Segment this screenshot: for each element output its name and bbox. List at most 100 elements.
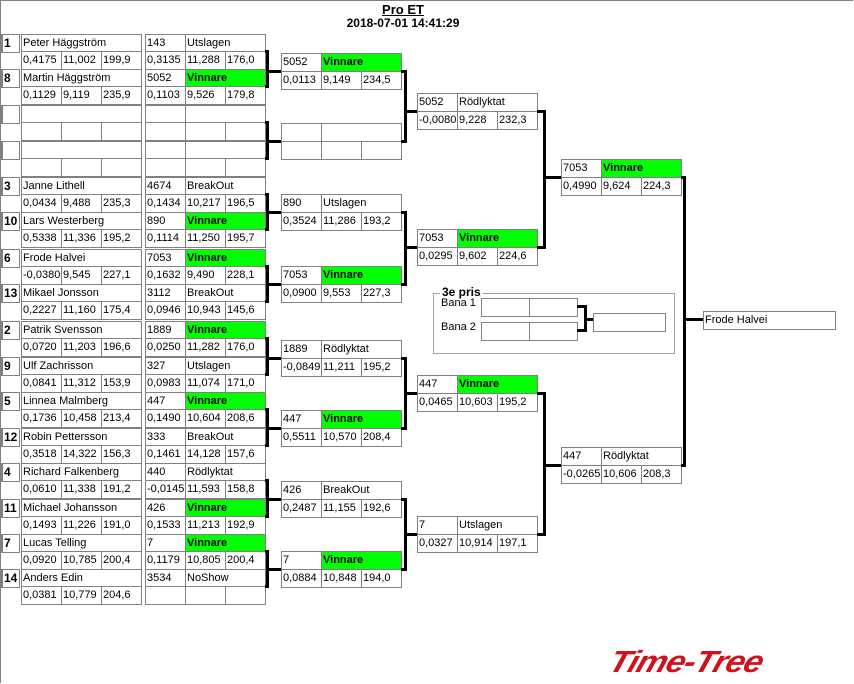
lane2-field-1[interactable] [481, 322, 530, 341]
car-number [281, 123, 322, 142]
elapsed-time: 14,128 [185, 445, 226, 464]
driver-name: Richard Falkenberg [21, 463, 142, 482]
driver-name: Ulf Zachrisson [21, 357, 142, 376]
elapsed-time: 9,228 [457, 111, 498, 130]
elapsed-time: 9,553 [321, 284, 362, 303]
elapsed-time: 11,286 [321, 212, 362, 231]
qual-reaction: 0,2227 [21, 301, 62, 320]
event-datetime: 2018-07-01 14:41:29 [346, 16, 460, 30]
qual-speed: 191,0 [101, 516, 142, 535]
bracket-connector [401, 498, 406, 501]
driver-name: Lars Westerberg [21, 212, 142, 231]
driver-name: Patrik Svensson [21, 321, 142, 340]
speed: 192,6 [361, 499, 402, 518]
elapsed-time: 10,604 [185, 409, 226, 428]
lane2-label: Bana 2 [441, 321, 476, 333]
bracket-connector [266, 283, 281, 286]
qual-speed: 204,6 [101, 586, 142, 605]
car-number: 143 [145, 34, 186, 53]
qual-reaction: 0,5338 [21, 229, 62, 248]
seed-number: 9 [1, 357, 20, 376]
bracket-connector [401, 283, 406, 286]
qual-et: 11,203 [61, 338, 102, 357]
speed: 234,5 [361, 71, 402, 90]
car-number: 7053 [417, 229, 458, 248]
lane1-label: Bana 1 [441, 297, 476, 309]
elapsed-time: 10,805 [185, 551, 226, 570]
bracket-connector [683, 176, 686, 467]
elapsed-time [185, 586, 226, 605]
reaction-time: 0,4990 [561, 177, 602, 196]
car-number: 890 [145, 212, 186, 231]
race-status: Vinnare [185, 69, 266, 88]
speed: 208,3 [641, 465, 682, 484]
car-number: 5052 [417, 93, 458, 112]
bracket-connector [404, 533, 417, 536]
speed: 194,0 [361, 569, 402, 588]
car-number: 447 [145, 392, 186, 411]
bracket-connector [584, 318, 593, 321]
reaction-time: 0,0900 [281, 284, 322, 303]
qual-et: 14,322 [61, 445, 102, 464]
race-status: Rödlyktat [321, 340, 402, 359]
elapsed-time [185, 122, 226, 141]
third-place-result[interactable] [593, 313, 666, 332]
reaction-time: 0,3524 [281, 212, 322, 231]
bracket-connector [266, 211, 281, 214]
time-tree-logo: Time-Tree [604, 644, 768, 680]
qual-reaction [21, 122, 62, 141]
qual-speed: 235,9 [101, 86, 142, 105]
race-status: Vinnare [185, 534, 266, 553]
reaction-time: 0,1461 [145, 445, 186, 464]
bracket-connector [401, 140, 406, 143]
reaction-time: 0,0983 [145, 374, 186, 393]
lane2-field-2[interactable] [529, 322, 578, 341]
third-place-group [433, 293, 675, 354]
reaction-time: 0,3135 [145, 51, 186, 70]
reaction-time [145, 122, 186, 141]
speed: 200,4 [225, 551, 266, 570]
qual-et [61, 122, 102, 141]
seed-number: 7 [1, 534, 20, 553]
qual-reaction [21, 158, 62, 177]
elapsed-time: 9,526 [185, 86, 226, 105]
qual-et: 11,336 [61, 229, 102, 248]
speed [225, 158, 266, 177]
speed: 196,5 [225, 194, 266, 213]
bracket-connector [577, 305, 585, 308]
qual-et: 9,119 [61, 86, 102, 105]
speed [225, 586, 266, 605]
race-status: BreakOut [321, 481, 402, 500]
bracket-connector [537, 392, 545, 395]
qual-speed: 200,4 [101, 551, 142, 570]
driver-name: Mikael Jonsson [21, 284, 142, 303]
race-status: Vinnare [185, 321, 266, 340]
speed: 145,6 [225, 301, 266, 320]
bracket-connector [404, 110, 417, 113]
lane1-field-1[interactable] [481, 298, 530, 317]
elapsed-time: 11,593 [185, 480, 226, 499]
seed-number: 14 [1, 569, 20, 588]
lane1-field-2[interactable] [529, 298, 578, 317]
qual-et: 10,458 [61, 409, 102, 428]
reaction-time: 0,1103 [145, 86, 186, 105]
bracket-connector [683, 318, 703, 321]
speed: 197,1 [497, 534, 538, 553]
reaction-time: -0,0145 [145, 480, 186, 499]
speed [225, 122, 266, 141]
race-status: Utslagen [185, 34, 266, 53]
qual-reaction: 0,1493 [21, 516, 62, 535]
bracket-connector [543, 176, 561, 179]
qual-speed [101, 122, 142, 141]
elapsed-time: 10,848 [321, 569, 362, 588]
seed-number: 3 [1, 177, 20, 196]
qual-reaction: 0,0720 [21, 338, 62, 357]
seed-number: 1 [1, 34, 20, 53]
bracket-connector [543, 464, 561, 467]
elapsed-time: 11,074 [185, 374, 226, 393]
qual-reaction: 0,0920 [21, 551, 62, 570]
qual-reaction: 0,0610 [21, 480, 62, 499]
reaction-time: 0,0295 [417, 247, 458, 266]
qual-reaction: 0,1129 [21, 86, 62, 105]
